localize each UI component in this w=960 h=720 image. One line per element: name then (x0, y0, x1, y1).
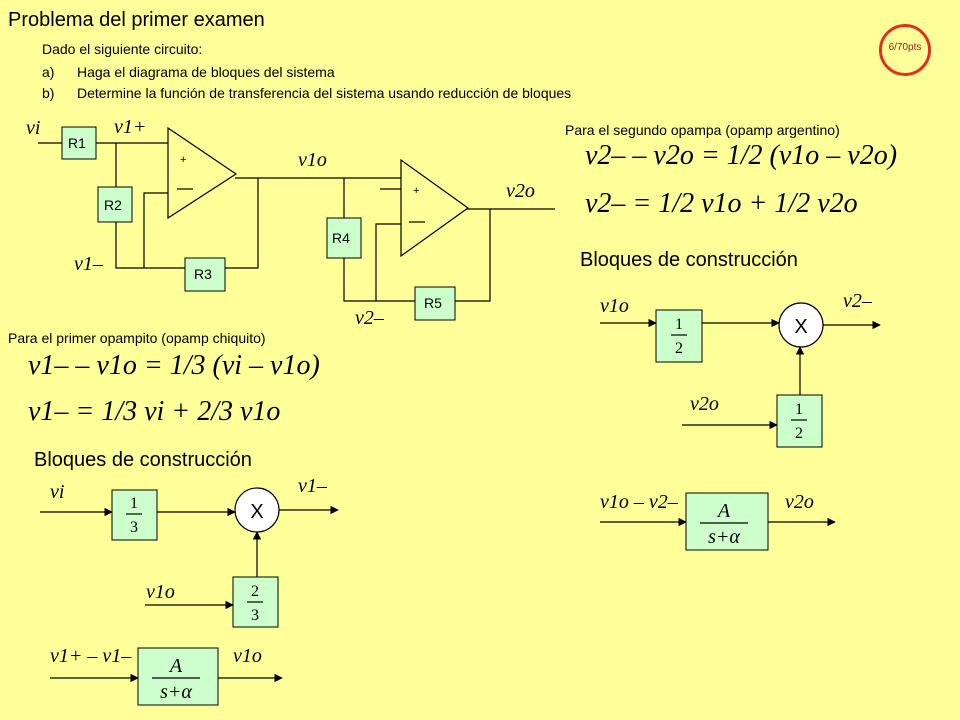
resistor-r3 (184, 257, 226, 292)
resistor-r5-label: R5 (424, 295, 442, 311)
resistor-r2-label: R2 (104, 197, 122, 213)
resistor-r1 (61, 126, 97, 160)
gain-1-3-den: 3 (130, 519, 138, 536)
tf-2-input-label: v1o – v2– (600, 491, 679, 513)
opamp-1 (167, 126, 238, 220)
gain-block-1-3 (111, 489, 158, 541)
multiplier-2-symbol: X (794, 316, 807, 338)
gain-1-2-top-num: 1 (675, 316, 683, 333)
tf-2-den: s+α (708, 526, 740, 548)
gain-2-3-den: 3 (251, 607, 259, 624)
multiplier-1-symbol: X (250, 501, 263, 523)
block2-feedback-label: v2o (690, 393, 719, 415)
score-badge-text: 6/70pts (888, 42, 922, 53)
page-title: Problema del primer examen (8, 9, 265, 31)
tf-block-1 (137, 647, 219, 706)
score-badge: 6/70pts (879, 24, 931, 76)
block1-output-label: v1– (298, 475, 328, 497)
gain-block-1-2-top (655, 309, 703, 363)
opamp2-caption: Para el segundo opampa (opamp argentino) (565, 122, 840, 138)
resistor-r2 (97, 186, 133, 223)
opamp1-equation-1: v1– – v1o = 1/3 (vi – v1o) (28, 350, 320, 381)
node-v1o: v1o (298, 149, 327, 171)
intro-text: Dado el siguiente circuito: (42, 41, 203, 57)
block2-output-label: v2– (843, 290, 873, 312)
opamp1-equation-2: v1– = 1/3 vi + 2/3 v1o (28, 396, 281, 427)
resistor-r1-label: R1 (68, 135, 86, 151)
task-marker-b: b) (42, 85, 55, 101)
resistor-r4 (326, 217, 362, 259)
tf-1-output-label: v1o (233, 645, 262, 667)
task-marker-a: a) (42, 64, 55, 80)
gain-2-3-num: 2 (251, 583, 259, 600)
opamp2-equation-2: v2– = 1/2 v1o + 1/2 v2o (585, 188, 858, 219)
tf-2-output-label: v2o (785, 491, 814, 513)
blocks-heading-left: Bloques de construcción (34, 449, 252, 471)
gain-block-1-2-bottom (776, 394, 823, 448)
block2-input-label: v1o (600, 295, 629, 317)
gain-1-2-top-den: 2 (675, 340, 683, 357)
tf-1-num: A (168, 655, 183, 677)
node-vi: vi (26, 117, 40, 139)
node-v1m: v1– (74, 253, 104, 275)
blocks-heading-right: Bloques de construcción (580, 249, 798, 271)
opamp1-caption: Para el primer opampito (opamp chiquito) (8, 330, 266, 346)
node-v1p: v1+ (114, 116, 146, 138)
gain-block-2-3 (232, 576, 279, 628)
opamp2-equation-1: v2– – v2o = 1/2 (v1o – v2o) (585, 140, 898, 171)
block1-feedback-label: v1o (146, 581, 175, 603)
tf-block-2 (685, 492, 769, 551)
tf-2-num: A (716, 500, 731, 522)
resistor-r3-label: R3 (194, 266, 212, 282)
task-b: Determine la función de transferencia de… (77, 85, 572, 101)
gain-1-2-bottom-num: 1 (795, 401, 803, 418)
node-v2o: v2o (506, 180, 535, 202)
opamp-2 (400, 158, 470, 258)
tf-1-den: s+α (160, 681, 192, 703)
gain-1-3-num: 1 (130, 495, 138, 512)
opamp-2-plus: + (413, 185, 419, 197)
gain-1-2-bottom-den: 2 (795, 425, 803, 442)
block1-input-label: vi (50, 481, 64, 503)
resistor-r4-label: R4 (332, 230, 350, 246)
resistor-r5 (414, 286, 456, 321)
tf-1-input-label: v1+ – v1– (50, 645, 132, 667)
opamp-1-plus: + (180, 154, 186, 166)
task-a: Haga el diagrama de bloques del sistema (77, 64, 335, 80)
node-v2m: v2– (355, 307, 385, 329)
